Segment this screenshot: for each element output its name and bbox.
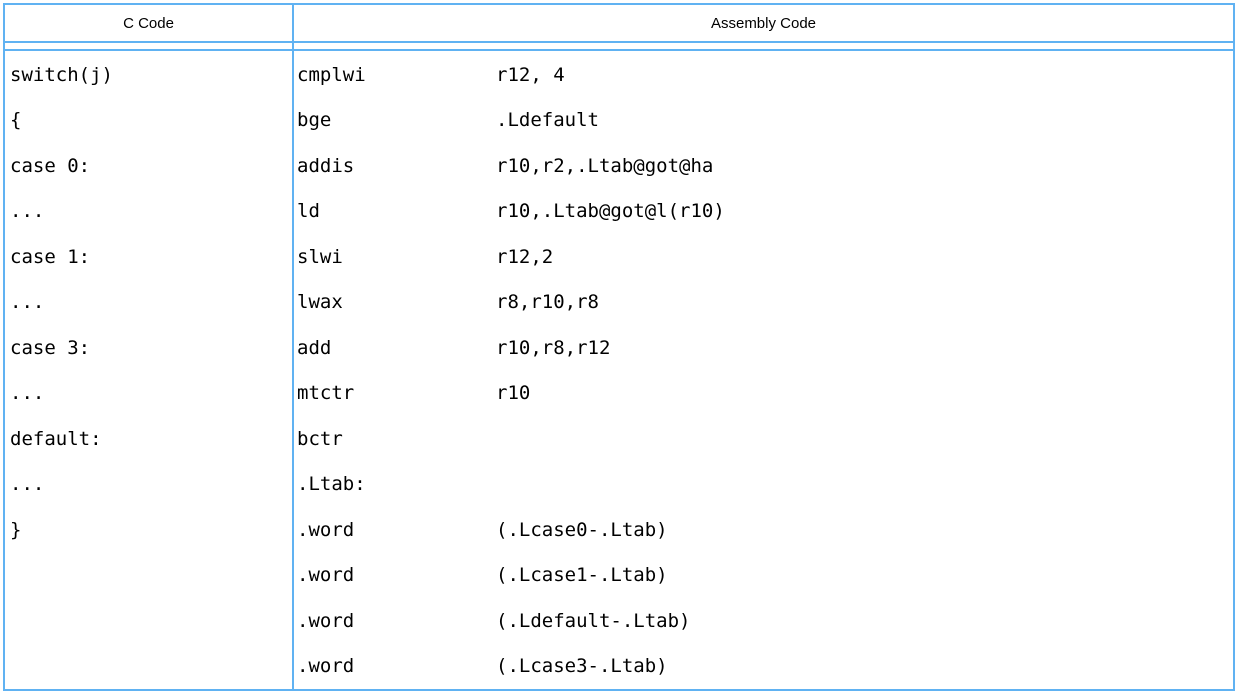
c-code-line: case 0:: [10, 154, 91, 177]
assembly-operands: r10: [496, 382, 531, 405]
c-to-assembly-comparison-table: C Code Assembly Code switch(j) { case 0:..…: [3, 3, 1235, 691]
assembly-operands: r10,.Ltab@got@l(r10): [496, 200, 725, 223]
c-code-line: ...: [10, 473, 45, 496]
assembly-mnemonic: .Ltab:: [297, 473, 366, 496]
assembly-operands: .Ldefault: [496, 109, 599, 132]
assembly-operands: (.Lcase0-.Ltab): [496, 518, 668, 541]
assembly-operands: r10,r2,.Ltab@got@ha: [496, 154, 714, 177]
assembly-line: .word (.Lcase0-.Ltab): [294, 507, 1233, 553]
assembly-line: .word (.Lcase3-.Ltab): [294, 644, 1233, 690]
assembly-line: add r10,r8,r12: [294, 325, 1233, 371]
assembly-mnemonic: slwi: [297, 245, 343, 268]
c-code-line: ...: [10, 382, 45, 405]
assembly-mnemonic: cmplwi: [297, 63, 366, 86]
header-divider-gap-left: [5, 43, 292, 51]
assembly-line: bge .Ldefault: [294, 98, 1233, 144]
assembly-mnemonic: bctr: [297, 427, 343, 450]
assembly-operands: r12, 4: [496, 63, 565, 86]
assembly-line: .word (.Lcase1-.Ltab): [294, 553, 1233, 599]
assembly-mnemonic: addis: [297, 154, 355, 177]
assembly-line: mtctr r10: [294, 371, 1233, 417]
c-code-line: ...: [10, 291, 45, 314]
assembly-mnemonic: ld: [297, 200, 320, 223]
assembly-operands: (.Lcase1-.Ltab): [496, 564, 668, 587]
assembly-line: ld r10,.Ltab@got@l(r10): [294, 189, 1233, 235]
assembly-line: cmplwi r12, 4: [294, 52, 1233, 98]
assembly-mnemonic: lwax: [297, 291, 343, 314]
assembly-line: lwax r8,r10,r8: [294, 280, 1233, 326]
assembly-mnemonic: .word: [297, 655, 355, 678]
c-code-line: case 1:: [10, 245, 91, 268]
assembly-line: addis r10,r2,.Ltab@got@ha: [294, 143, 1233, 189]
assembly-mnemonic: add: [297, 336, 332, 359]
c-code-line: {: [10, 109, 22, 132]
assembly-operands: (.Ldefault-.Ltab): [496, 609, 691, 632]
c-code-line: }: [10, 518, 22, 541]
assembly-mnemonic: bge: [297, 109, 332, 132]
c-code-line: default:: [10, 427, 102, 450]
assembly-operands: r8,r10,r8: [496, 291, 599, 314]
assembly-line: .Ltab:: [294, 462, 1233, 508]
c-code-line: case 3:: [10, 336, 91, 359]
c-code-column-header: C Code: [5, 5, 292, 43]
assembly-code-column-header: Assembly Code: [292, 5, 1233, 43]
assembly-operands: r10,r8,r12: [496, 336, 611, 359]
assembly-code-column: cmplwi r12, 4 bge .Ldefault addis r10,r2,.Lta…: [292, 51, 1233, 689]
c-code-column: switch(j) { case 0:... case 1:... case 3:...…: [5, 51, 292, 689]
assembly-operands: (.Lcase3-.Ltab): [496, 655, 668, 678]
assembly-operands: r12,2: [496, 245, 554, 268]
assembly-mnemonic: .word: [297, 564, 355, 587]
assembly-line: slwi r12,2: [294, 234, 1233, 280]
assembly-line: .word (.Ldefault-.Ltab): [294, 598, 1233, 644]
assembly-mnemonic: .word: [297, 518, 355, 541]
c-code-line: ...: [10, 200, 45, 223]
assembly-line: bctr: [294, 416, 1233, 462]
assembly-mnemonic: .word: [297, 609, 355, 632]
header-divider-gap-right: [292, 43, 1233, 51]
c-code-line: switch(j): [10, 63, 113, 86]
assembly-mnemonic: mtctr: [297, 382, 355, 405]
